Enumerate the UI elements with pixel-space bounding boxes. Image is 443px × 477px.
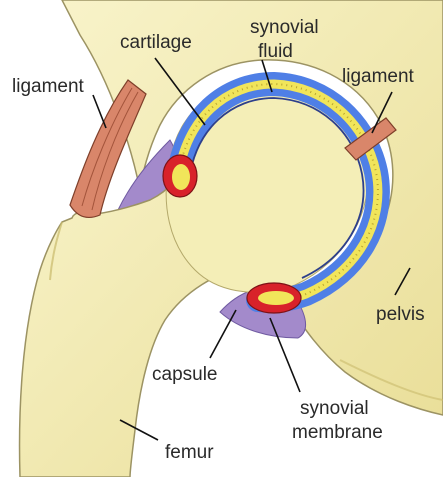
leader-capsule [210,310,236,358]
label-ligament-left: ligament [12,76,85,97]
label-cartilage: cartilage [120,32,192,53]
synovial-membrane-lower-inner [258,291,294,305]
label-synovial-fluid-1: synovial [250,17,319,38]
label-ligament-right: ligament [342,66,415,87]
synovial-membrane-upper-inner [172,164,190,190]
label-capsule: capsule [152,364,218,385]
label-synovial-membrane-1: synovial [300,398,369,419]
label-pelvis: pelvis [376,304,425,325]
label-synovial-membrane-2: membrane [292,422,383,443]
label-femur: femur [165,442,214,463]
leader-ligament-left [93,95,106,128]
label-synovial-fluid-2: fluid [258,41,293,62]
